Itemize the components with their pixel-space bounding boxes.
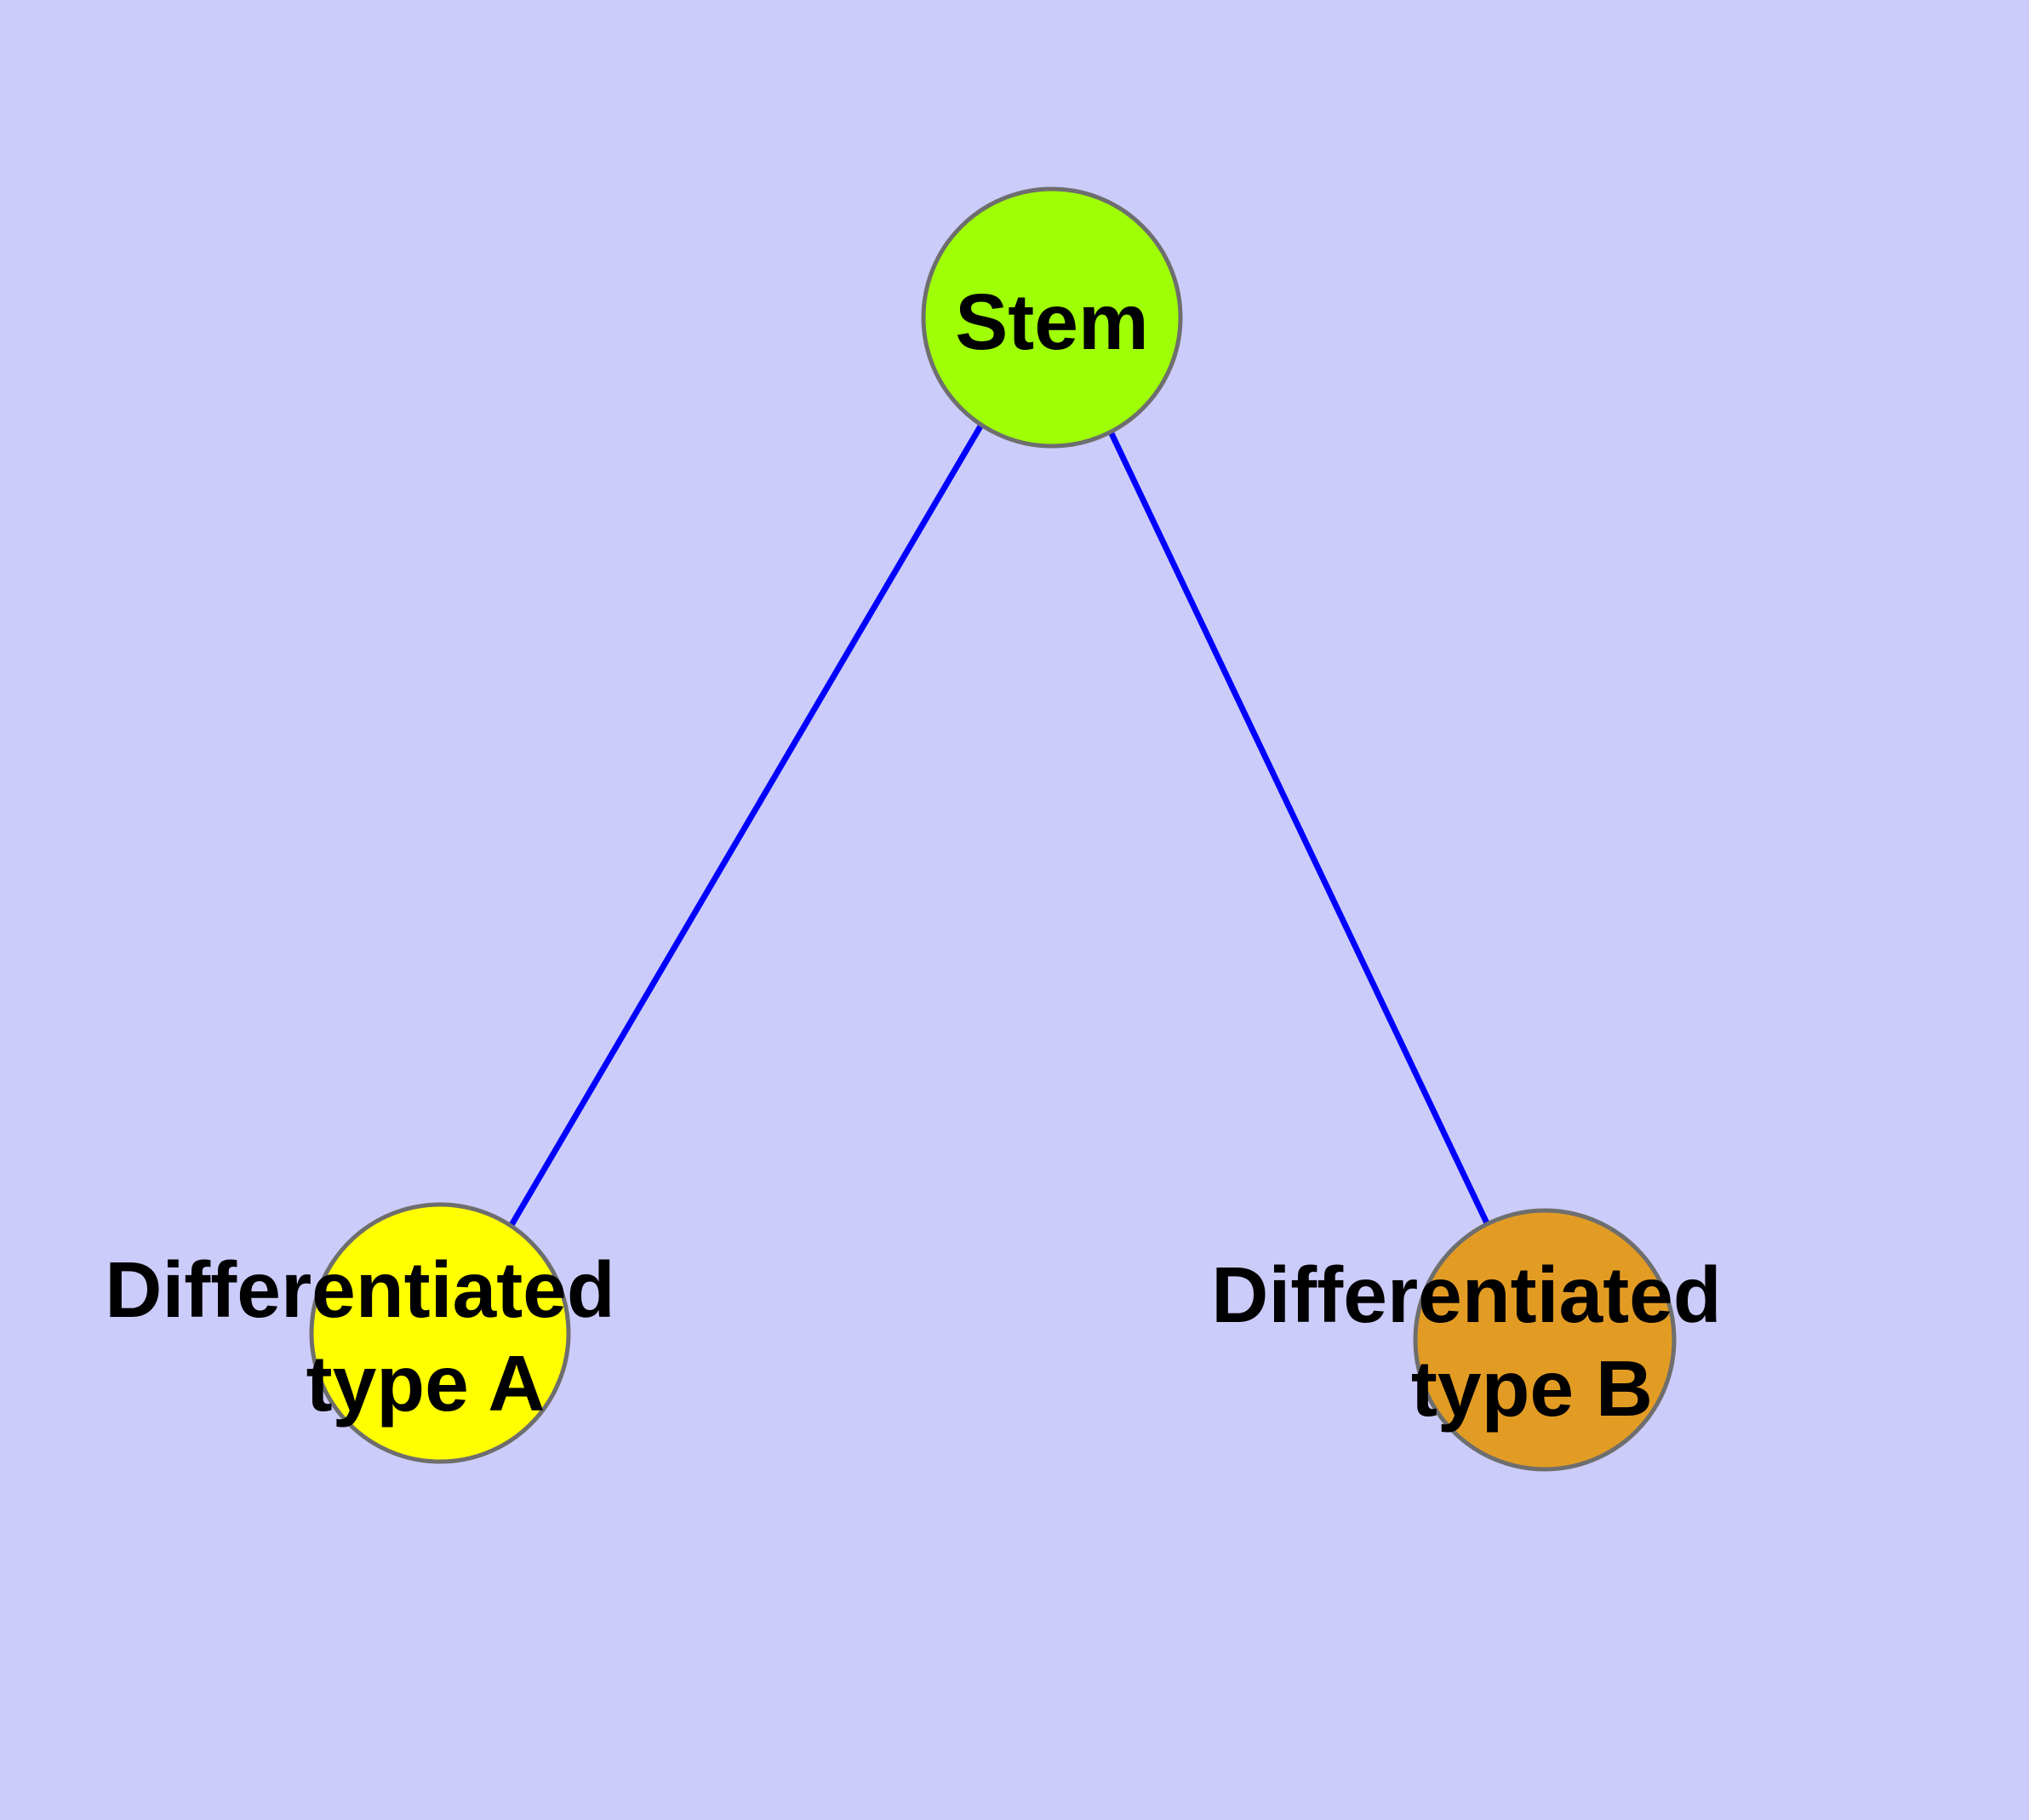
edge-layer (508, 423, 1491, 1227)
node-differentiated-type-a[interactable] (309, 1202, 571, 1464)
node-stem-label: Stem (955, 278, 1148, 366)
node-stem-circle[interactable] (921, 186, 1183, 449)
node-differentiated-type-b-label-line2: type B (1411, 1344, 1653, 1433)
node-differentiated-type-b-circle[interactable] (1413, 1208, 1677, 1472)
label-layer: Stem Differentiated type A Differentiate… (105, 278, 1721, 1433)
node-stem[interactable] (921, 186, 1183, 449)
node-differentiated-type-b[interactable] (1413, 1208, 1677, 1472)
edge-stem-to-differentiated-type-a[interactable] (508, 423, 985, 1227)
node-differentiated-type-a-label-line2: type A (306, 1339, 546, 1428)
node-differentiated-type-b-label-line1: Differentiated (1211, 1251, 1721, 1339)
node-differentiated-type-a-circle[interactable] (309, 1202, 571, 1464)
node-differentiated-type-a-label-line1: Differentiated (105, 1245, 614, 1334)
edge-stem-to-differentiated-type-b[interactable] (1106, 428, 1491, 1227)
node-layer (309, 186, 1677, 1472)
